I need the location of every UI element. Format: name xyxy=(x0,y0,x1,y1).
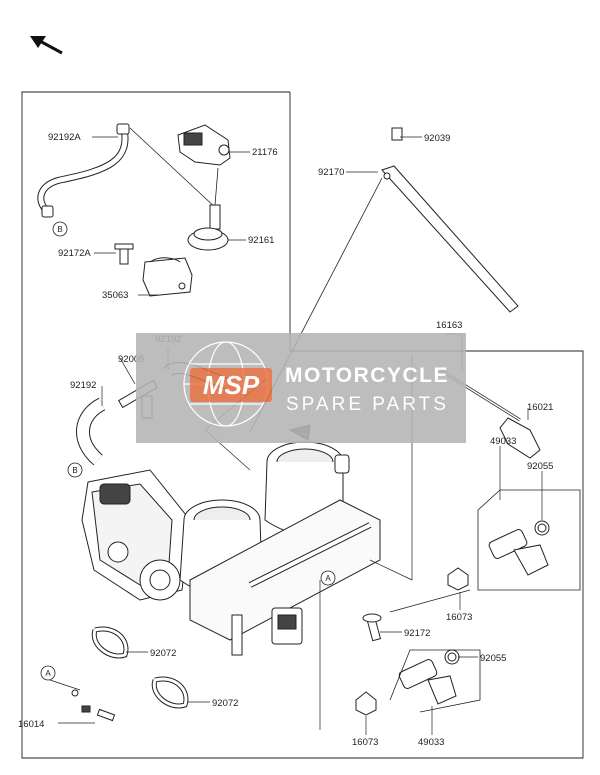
injector-49033-bottom xyxy=(355,649,481,716)
clamp-92072-b xyxy=(151,676,189,709)
arrow-up-left-icon xyxy=(30,36,63,55)
part-label-92170: 92170 xyxy=(318,167,344,178)
part-label-92172a: 92172A xyxy=(58,248,91,259)
sensor-21176 xyxy=(129,124,231,211)
part-label-92055-top: 92055 xyxy=(527,461,553,472)
injector-49033-top xyxy=(447,489,581,591)
screw-kit-16014 xyxy=(49,679,116,722)
part-labels: 92192A 21176 92039 92170 92161 92172A 35… xyxy=(18,132,553,748)
part-label-16163: 16163 xyxy=(436,320,462,331)
hose-92192-left xyxy=(76,397,106,466)
callout-b-top: B xyxy=(52,221,68,237)
svg-text:A: A xyxy=(325,574,331,583)
bracket-35063 xyxy=(114,243,193,297)
part-label-92172: 92172 xyxy=(404,628,430,639)
part-label-16014: 16014 xyxy=(18,719,44,730)
part-label-92192a: 92192A xyxy=(48,132,81,143)
svg-text:B: B xyxy=(57,225,62,234)
part-label-92072-a: 92072 xyxy=(150,648,176,659)
part-label-16021: 16021 xyxy=(527,402,553,413)
watermark-title: MOTORCYCLE xyxy=(285,364,449,387)
part-label-21176: 21176 xyxy=(252,147,278,158)
part-label-16073-top: 16073 xyxy=(446,612,472,623)
svg-text:B: B xyxy=(72,466,77,475)
part-label-92192-left: 92192 xyxy=(70,380,96,391)
part-label-92039: 92039 xyxy=(424,133,450,144)
part-label-49033-top: 49033 xyxy=(490,436,516,447)
clamp-92072-a xyxy=(91,626,129,659)
watermark: MSP MOTORCYCLE SPARE PARTS xyxy=(136,333,466,443)
fitting-92161 xyxy=(187,167,229,251)
part-label-92161: 92161 xyxy=(248,235,274,246)
part-label-35063: 35063 xyxy=(102,290,128,301)
part-label-92055-bottom: 92055 xyxy=(480,653,506,664)
callout-a-body: A xyxy=(320,570,336,586)
hose-92192a xyxy=(37,123,130,218)
callout-b-body: B xyxy=(67,462,83,478)
watermark-subtitle: SPARE PARTS xyxy=(286,394,449,415)
part-label-92072-b: 92072 xyxy=(212,698,238,709)
part-label-16073-bottom: 16073 xyxy=(352,737,378,748)
part-label-49033-bottom: 49033 xyxy=(418,737,444,748)
part-label-92005: 92005 xyxy=(118,354,144,365)
throttle-body-assembly xyxy=(81,424,381,656)
callout-a-left: A xyxy=(40,665,56,681)
strap-92170 xyxy=(249,127,519,433)
bolt-92172 xyxy=(362,613,382,642)
svg-text:A: A xyxy=(45,669,51,678)
watermark-logo-badge xyxy=(190,368,272,402)
watermark-logo: MSP xyxy=(203,370,260,400)
